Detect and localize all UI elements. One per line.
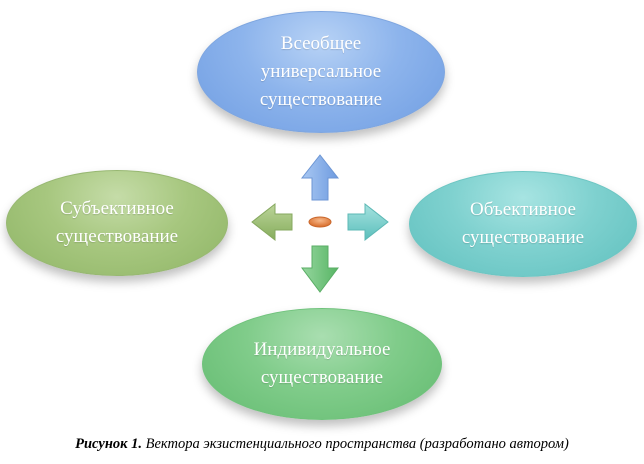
node-universal-existence: Всеобщее универсальное существование xyxy=(197,11,445,133)
node-objective-existence: Объективное существование xyxy=(409,171,637,277)
node-universal-existence-label: Всеобщее универсальное существование xyxy=(259,33,383,110)
center-arrows xyxy=(251,154,389,293)
figure-caption-label: Рисунок 1. xyxy=(75,436,142,452)
arrow-down-icon xyxy=(301,245,339,293)
minus-icon xyxy=(308,216,332,228)
node-individual-existence-label: Индивидуальное существование xyxy=(253,339,391,388)
node-individual-existence: Индивидуальное существование xyxy=(202,308,442,420)
arrow-right-icon xyxy=(347,202,389,242)
node-subjective-existence: Субъективное существование xyxy=(6,170,228,276)
node-objective-existence-label: Объективное существование xyxy=(461,199,585,248)
diagram: Всеобщее универсальное существование Суб… xyxy=(6,11,637,420)
arrow-left-icon xyxy=(251,202,293,242)
figure-caption: Рисунок 1. Вектора экзистенциального про… xyxy=(0,436,644,453)
node-subjective-existence-label: Субъективное существование xyxy=(55,198,179,247)
figure-caption-text: Вектора экзистенциального пространства (… xyxy=(141,436,569,452)
arrow-up-icon xyxy=(300,154,340,201)
